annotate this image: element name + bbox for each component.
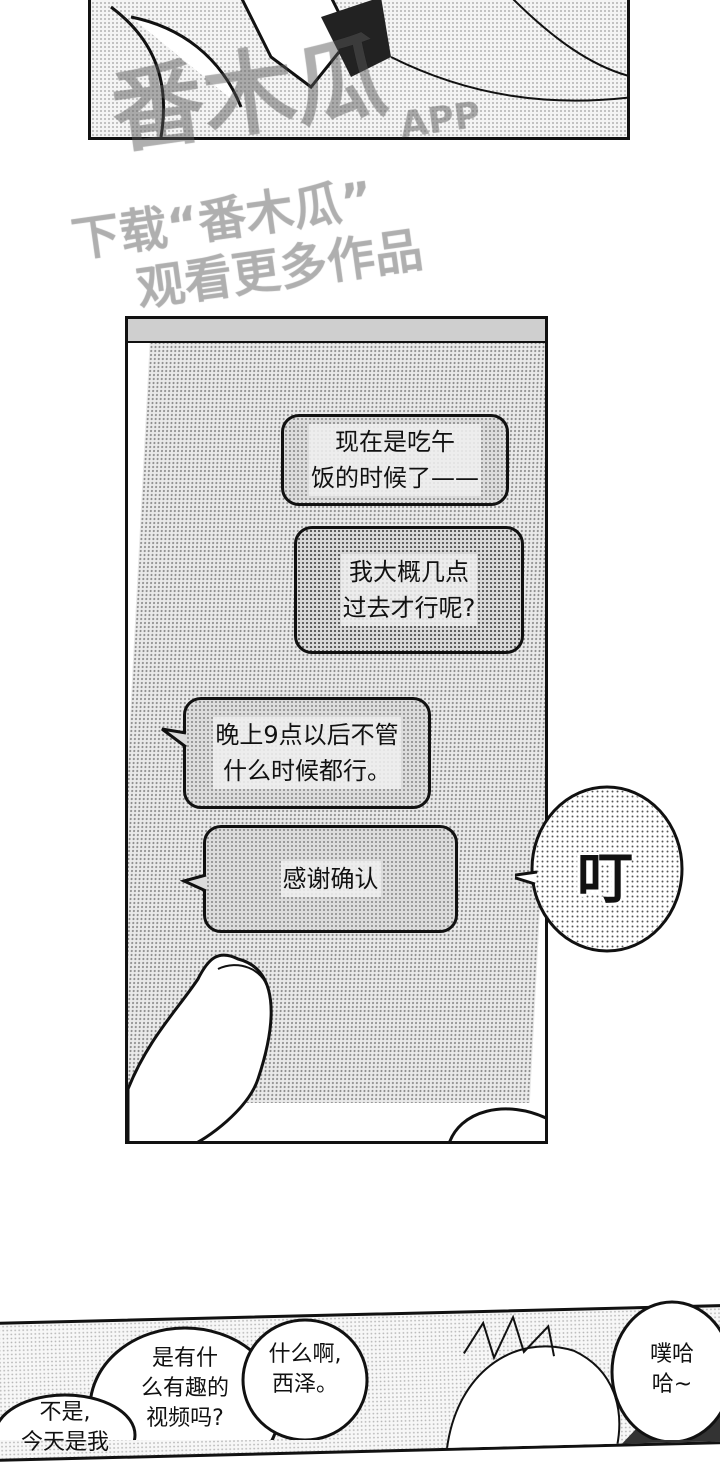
phone-panel: 现在是吃午 饭的时候了—— 我大概几点 过去才行呢? 晚上9点以后不管 什么时候… xyxy=(125,316,548,1144)
speech-text-4: 不是, 今天是我 xyxy=(20,1400,109,1455)
sfx-bubble: 叮 xyxy=(515,784,685,954)
speech-text-1: 是有什 么有趣的 视频吗? xyxy=(140,1346,229,1431)
phone-top-bar xyxy=(128,319,545,343)
message-text-3: 晚上9点以后不管 什么时候都行。 xyxy=(213,717,401,789)
speech-text-3: 噗哈 哈~ xyxy=(649,1342,694,1397)
message-bubble-1: 现在是吃午 饭的时候了—— xyxy=(281,414,509,506)
bottom-speech-bubbles xyxy=(0,1300,720,1440)
top-panel-art xyxy=(91,0,627,137)
message-text-2: 我大概几点 过去才行呢? xyxy=(340,554,478,626)
thumb-art xyxy=(128,953,545,1141)
message-text-4: 感谢确认 xyxy=(280,861,381,897)
message-bubble-2: 我大概几点 过去才行呢? xyxy=(294,526,524,654)
top-panel xyxy=(88,0,630,140)
message-bubble-4: 感谢确认 xyxy=(203,825,458,933)
sfx-bubble-shape xyxy=(515,785,684,953)
speech-text-2: 什么啊, 西泽。 xyxy=(268,1342,342,1397)
message-bubble-3: 晚上9点以后不管 什么时候都行。 xyxy=(183,697,431,809)
sfx-text: 叮 xyxy=(577,847,633,912)
message-text-1: 现在是吃午 饭的时候了—— xyxy=(309,424,481,496)
